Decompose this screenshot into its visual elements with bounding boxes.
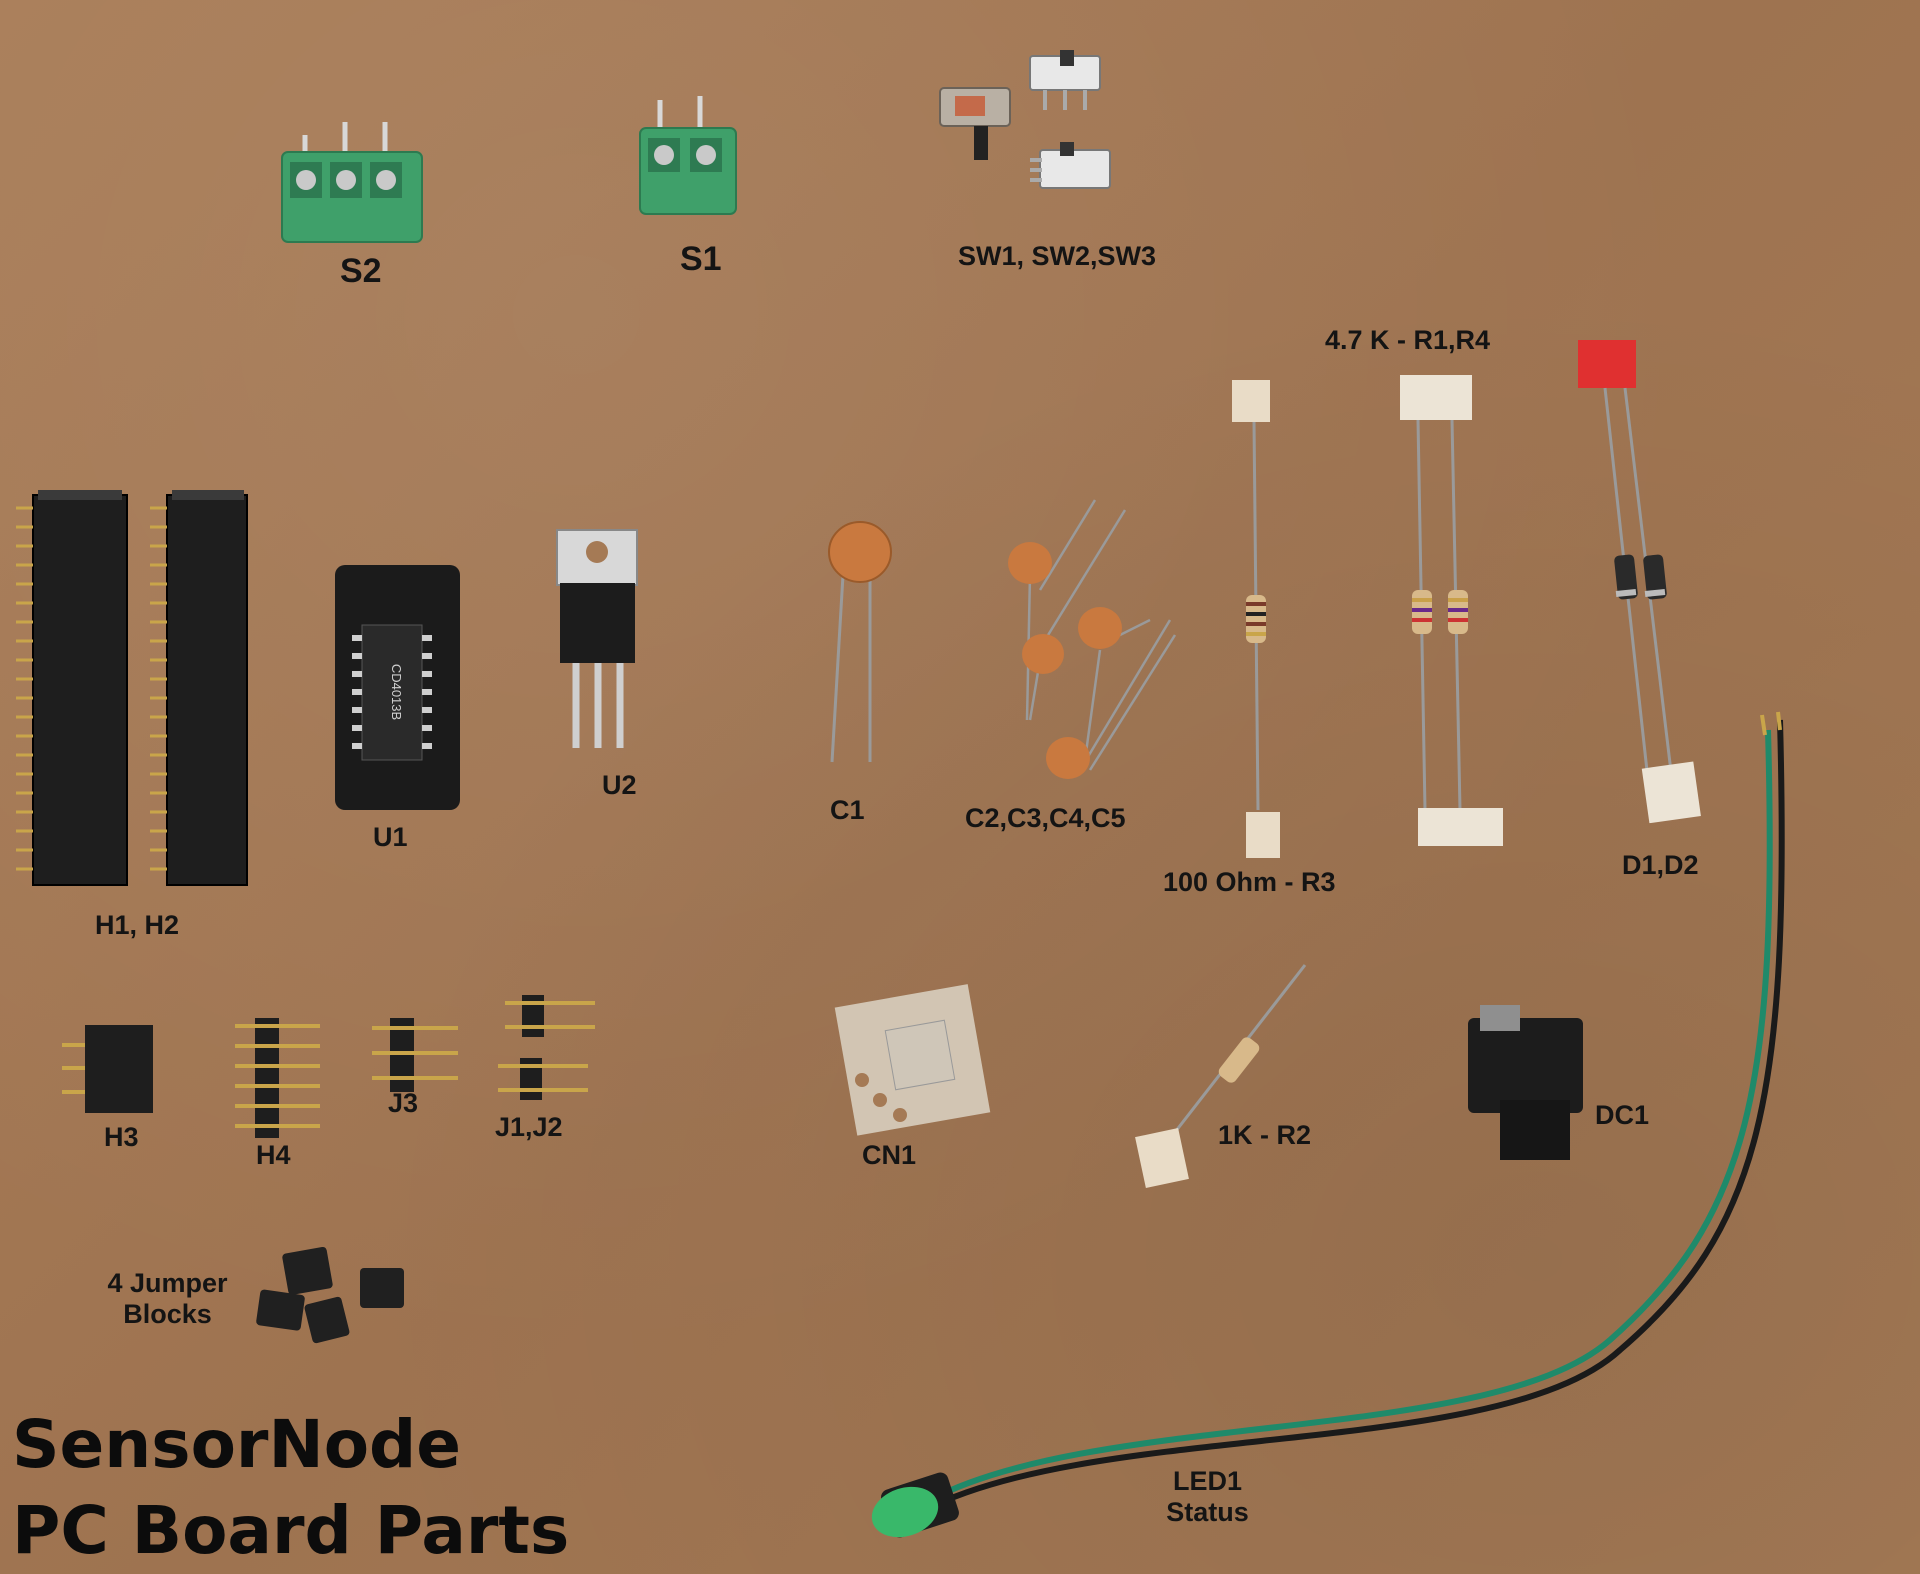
header-h1 xyxy=(32,490,128,886)
label-dc1: DC1 xyxy=(1595,1100,1650,1130)
label-c1: C1 xyxy=(830,795,865,825)
regulator-u2 xyxy=(556,529,638,748)
resistor-r2 xyxy=(1135,964,1307,1189)
jumper-blocks xyxy=(256,1246,404,1344)
slide-switches xyxy=(939,50,1111,189)
label-j3: J3 xyxy=(388,1088,419,1118)
chip-marking: CD4013B xyxy=(389,664,404,720)
title-line2: PC Board Parts xyxy=(12,1492,570,1569)
header-h3 xyxy=(62,1025,153,1113)
capacitor-c1 xyxy=(828,521,892,763)
label-r1-r4: 4.7 K - R1,R4 xyxy=(1325,325,1491,355)
label-jumper-blocks: 4 Jumper Blocks xyxy=(105,1268,230,1330)
header-h2 xyxy=(166,490,248,886)
capacitors-c2-c5 xyxy=(1008,499,1177,779)
header-pins xyxy=(16,506,167,871)
label-r2: 1K - R2 xyxy=(1218,1120,1312,1150)
terminal-block-s1 xyxy=(639,96,737,215)
label-s2: S2 xyxy=(340,252,382,290)
label-d1-d2: D1,D2 xyxy=(1622,850,1699,880)
led-led1 xyxy=(871,711,1785,1538)
label-s1: S1 xyxy=(680,240,722,278)
title-line1: SensorNode xyxy=(12,1406,462,1483)
diodes-d1-d2 xyxy=(1578,340,1701,824)
label-led1-line1: LED1 xyxy=(1172,1466,1243,1496)
label-h3: H3 xyxy=(104,1122,139,1152)
resistor-r3 xyxy=(1232,380,1280,858)
label-led1-line2: Status xyxy=(1166,1497,1249,1528)
label-c2-c5: C2,C3,C4,C5 xyxy=(965,803,1126,833)
label-j1-j2: J1,J2 xyxy=(495,1112,563,1142)
headers-j1-j2 xyxy=(498,995,595,1100)
label-jumper-line2: Blocks xyxy=(123,1299,212,1330)
label-sw: SW1, SW2,SW3 xyxy=(958,241,1157,271)
label-led1: LED1 Status xyxy=(1155,1466,1260,1528)
resistors-r1-r4 xyxy=(1400,375,1503,846)
label-r3: 100 Ohm - R3 xyxy=(1163,867,1336,897)
connector-cn1 xyxy=(834,984,991,1136)
chip-u1: CD4013B xyxy=(335,565,460,810)
label-u1: U1 xyxy=(373,822,408,852)
dc-jack-dc1 xyxy=(1468,1005,1583,1160)
label-h1-h2: H1, H2 xyxy=(95,910,180,940)
label-u2: U2 xyxy=(602,770,637,800)
label-jumper-line1: 4 Jumper xyxy=(107,1268,228,1298)
label-h4: H4 xyxy=(256,1140,291,1170)
header-h4 xyxy=(235,1018,320,1138)
header-j3 xyxy=(372,1018,458,1092)
label-cn1: CN1 xyxy=(862,1140,917,1170)
terminal-block-s2 xyxy=(281,122,423,243)
